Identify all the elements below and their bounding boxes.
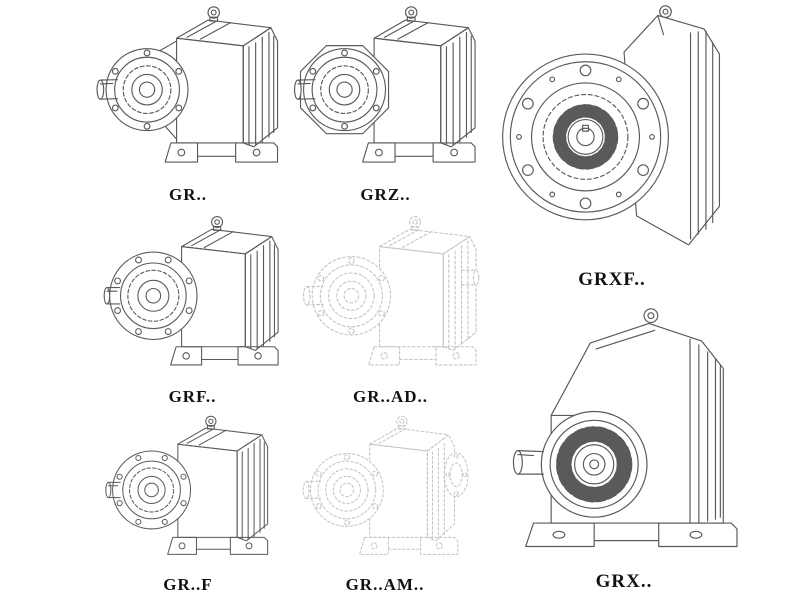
figure-gr-f: GR..F: [88, 412, 288, 598]
figure-grz: GRZ..: [283, 2, 488, 208]
figure-grx: GRX..: [488, 300, 760, 596]
label-gr-f: GR..F: [163, 575, 213, 594]
gearbox-drawing-grxf-icon: [488, 2, 736, 267]
label-gr: GR..: [169, 185, 207, 204]
gearbox-drawing-gr-am-icon: [285, 412, 485, 573]
figure-gr-ad: GR..AD..: [288, 212, 493, 410]
gearbox-drawing-gr-f-icon: [88, 412, 288, 573]
gearbox-drawing-grx-icon: [488, 300, 760, 569]
gearbox-drawing-gr-icon: [88, 2, 288, 183]
label-grf: GRF..: [168, 387, 217, 406]
label-gr-am: GR..AM..: [345, 575, 425, 594]
label-grz: GRZ..: [360, 185, 411, 204]
figure-gr: GR..: [88, 2, 288, 208]
figure-grxf: GRXF..: [488, 2, 736, 294]
gearbox-drawing-grf-icon: [90, 212, 295, 385]
figure-gr-am: GR..AM..: [285, 412, 485, 598]
label-grx: GRX..: [595, 571, 653, 592]
label-gr-ad: GR..AD..: [352, 387, 429, 406]
figure-grf: GRF..: [90, 212, 295, 410]
gearbox-drawing-gr-ad-icon: [288, 212, 493, 385]
label-grxf: GRXF..: [578, 269, 646, 290]
gearbox-drawing-grz-icon: [283, 2, 488, 183]
